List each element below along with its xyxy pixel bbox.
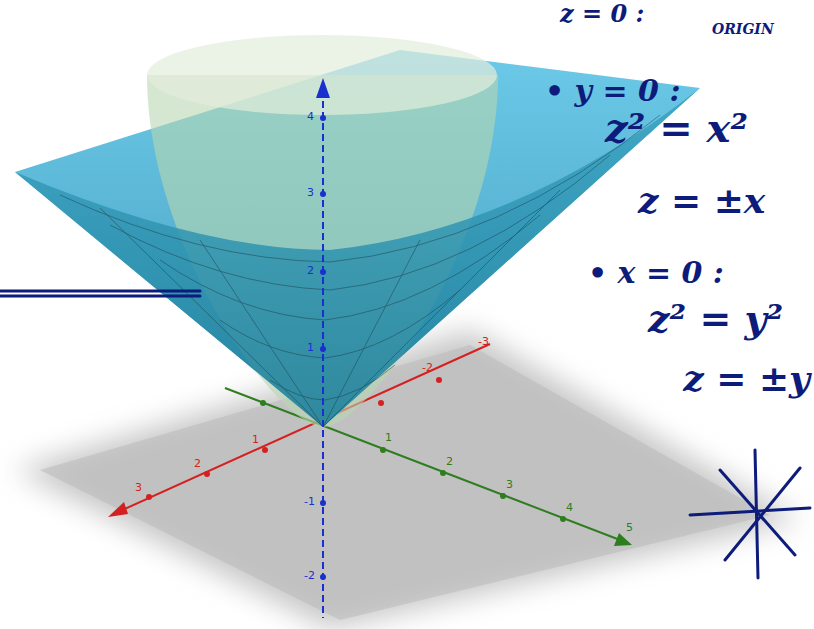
handwritten-note: • x = 0 : (588, 258, 724, 288)
handwritten-note: z = ±x (638, 182, 765, 218)
axis-tick-label: 1 (385, 432, 392, 443)
arrow-head (108, 502, 128, 517)
handwritten-note: ORIGIN (712, 22, 774, 36)
axis-tick-label: -2 (422, 362, 433, 373)
axis-tick-label: 3 (307, 187, 314, 198)
axis-tick-label: 4 (307, 111, 314, 122)
axis-tick-label: 1 (252, 434, 259, 445)
tick (320, 500, 326, 506)
axis-tick-label: 2 (307, 265, 314, 276)
z-axis-lower (322, 430, 324, 618)
axis-tick-label: -2 (304, 570, 315, 581)
ground-plane (40, 345, 770, 620)
axis-tick-label: 2 (446, 456, 453, 467)
mesh (60, 115, 660, 427)
ground-shadow (15, 330, 800, 629)
axis-tick-label: 3 (506, 479, 513, 490)
handwritten-note: z = ±y (683, 360, 810, 396)
tick (320, 574, 326, 580)
axis-tick-label: 5 (626, 522, 633, 533)
handwritten-note: z² = x² (605, 108, 748, 148)
axis-tick-label: 1 (307, 342, 314, 353)
arrow-head (316, 78, 330, 98)
z-axis (322, 95, 324, 427)
axis-tick-label: -1 (304, 496, 315, 507)
axis-tick-label: -3 (478, 336, 489, 347)
handwritten-note: • y = 0 : (545, 76, 680, 106)
handwritten-note: z = 0 : (560, 2, 644, 26)
axis-tick-label: 3 (135, 482, 142, 493)
z-ticks (320, 115, 326, 352)
pen-strokes (0, 291, 810, 578)
handwritten-note: z² = y² (648, 300, 783, 338)
axis-tick-label: 4 (566, 502, 573, 513)
arrow-head (614, 533, 632, 546)
y-axis (225, 388, 620, 540)
axis-tick-label: 2 (194, 458, 201, 469)
